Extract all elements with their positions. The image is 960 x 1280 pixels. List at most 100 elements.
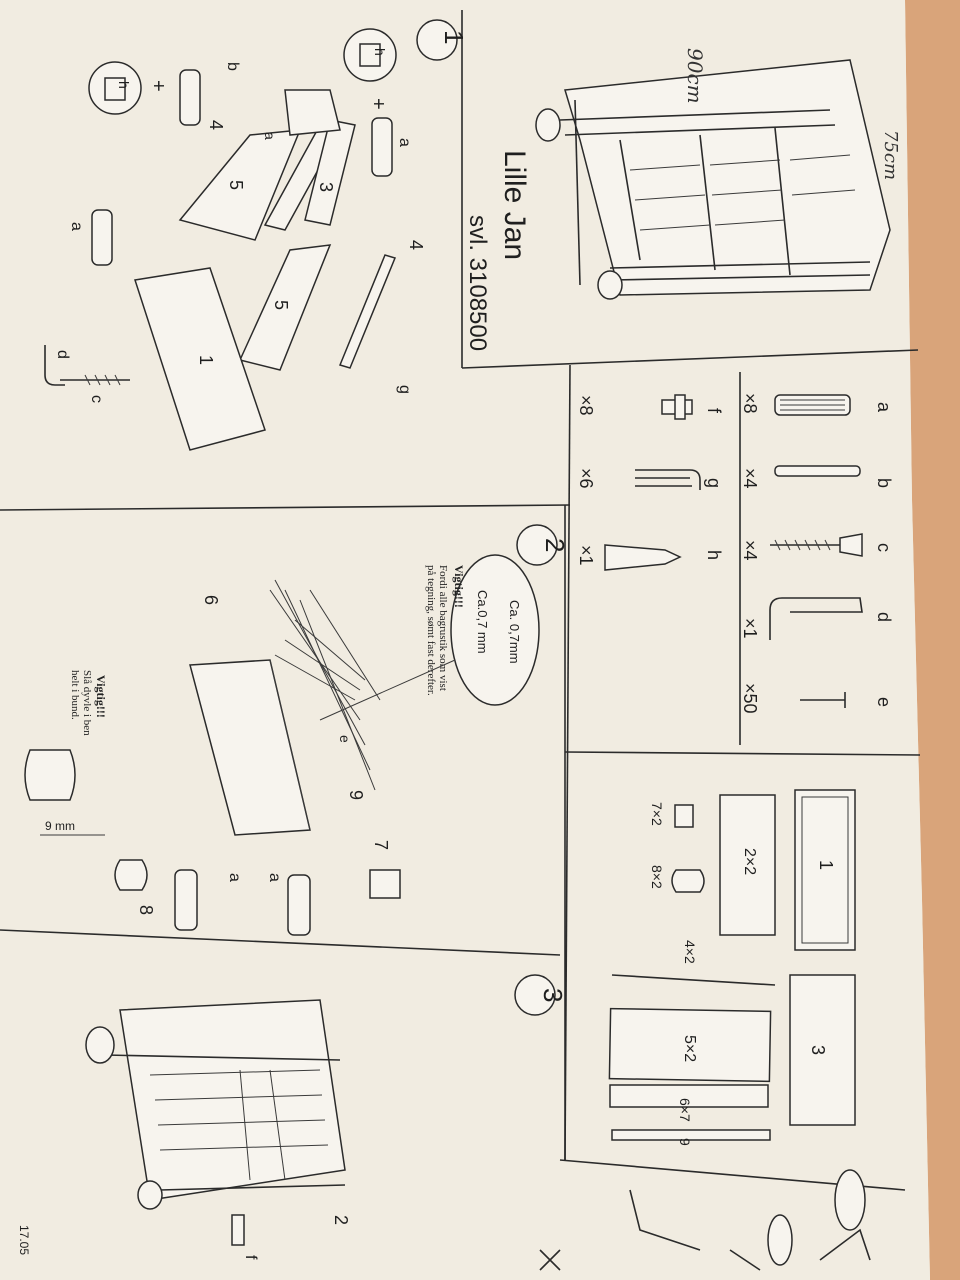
svg-text:2×2: 2×2 xyxy=(741,848,758,875)
svg-text:7: 7 xyxy=(371,840,391,850)
leg-8 xyxy=(114,859,148,891)
glue-h-icon xyxy=(604,544,682,571)
cabinet-overview-drawing xyxy=(535,59,891,300)
svg-text:helt i bund.: helt i bund. xyxy=(69,670,81,720)
hw-qty-e: ×50 xyxy=(740,683,760,714)
nail-e-icon xyxy=(800,692,846,708)
svg-text:d: d xyxy=(54,350,71,359)
svg-text:a: a xyxy=(262,132,278,140)
handwritten-height: 90cm xyxy=(683,48,707,104)
svg-text:+: + xyxy=(367,98,389,110)
svg-text:8×2: 8×2 xyxy=(649,865,665,889)
svg-text:Vigtig!!!: Vigtig!!! xyxy=(94,675,108,718)
screw-c-icon xyxy=(770,533,863,557)
step-1-number: 1 xyxy=(416,19,469,61)
svg-text:g: g xyxy=(396,385,413,394)
panel-1 xyxy=(794,789,856,951)
hw-label-c: c xyxy=(874,543,894,552)
svg-text:4: 4 xyxy=(406,240,426,250)
svg-text:2: 2 xyxy=(331,1215,351,1225)
dowel-a-step2-1 xyxy=(287,874,311,936)
svg-text:4×2: 4×2 xyxy=(682,940,698,964)
rod-b-icon xyxy=(774,465,861,477)
dowel-a-step2-2 xyxy=(174,869,198,931)
svg-text:6×7: 6×7 xyxy=(677,1098,693,1122)
hw-qty-f: ×8 xyxy=(576,395,596,416)
part-7 xyxy=(369,869,401,899)
peg-f-icon xyxy=(661,394,693,420)
svg-text:Slå dyvle i ben: Slå dyvle i ben xyxy=(81,670,93,736)
svg-text:h: h xyxy=(372,48,388,56)
step-3-number: 3 xyxy=(514,974,568,1016)
peg-f-step3 xyxy=(231,1214,245,1246)
svg-text:9: 9 xyxy=(346,790,366,800)
hw-qty-d: ×1 xyxy=(740,618,760,639)
svg-text:5×2: 5×2 xyxy=(681,1035,698,1062)
svg-text:a: a xyxy=(226,873,243,882)
svg-text:8: 8 xyxy=(136,905,156,915)
svg-text:a: a xyxy=(68,222,85,231)
allen-key-step1 xyxy=(44,345,65,386)
hw-qty-c: ×4 xyxy=(740,540,760,561)
svg-text:3: 3 xyxy=(316,182,336,192)
svg-text:Fordi alle bagrustik som vist: Fordi alle bagrustik som vist xyxy=(437,565,449,691)
hw-label-a: a xyxy=(874,402,894,413)
panel-7 xyxy=(674,804,694,828)
svg-text:4: 4 xyxy=(206,120,226,130)
hw-label-d: d xyxy=(874,612,894,622)
svg-text:f: f xyxy=(242,1255,259,1260)
panel-2 xyxy=(719,794,776,936)
svg-text:a: a xyxy=(266,873,283,882)
panel-8 xyxy=(671,869,705,893)
svg-text:9: 9 xyxy=(677,1138,693,1146)
step-1-drawing: h h + + b a a 5 4 3 a 5 4 g 1 c d xyxy=(44,28,426,451)
svg-text:7×2: 7×2 xyxy=(649,802,665,826)
hardware-table: a b c d e f g h ×8 ×4 ×4 ×1 ×50 ×8 ×6 ×1 xyxy=(576,372,894,745)
hw-label-h: h xyxy=(704,550,724,560)
svg-text:9 mm: 9 mm xyxy=(45,819,75,833)
step-3-drawing: f 2 xyxy=(85,999,351,1260)
table-surface xyxy=(905,0,960,1280)
panel-3 xyxy=(789,974,856,1126)
panel-5 xyxy=(608,1007,772,1083)
svg-text:5: 5 xyxy=(271,300,291,310)
handwritten-width: 75cm xyxy=(880,130,901,180)
panels-list: 1 2×2 7×2 8×2 4×2 3 5×2 6×7 9 xyxy=(608,789,856,1146)
svg-text:h: h xyxy=(116,81,132,89)
footer-code: 17.05 xyxy=(17,1225,31,1255)
panel-9 xyxy=(611,1129,771,1141)
product-number: svl. 3108500 xyxy=(464,215,491,351)
dowel-b xyxy=(179,69,201,126)
hw-label-f: f xyxy=(704,408,724,414)
hw-label-b: b xyxy=(874,478,894,488)
hw-label-g: g xyxy=(704,478,724,488)
leg-detail xyxy=(24,749,76,801)
panel-4 xyxy=(611,974,776,986)
tool-sketches xyxy=(539,1169,871,1271)
svg-text:Ca. 0,7mm: Ca. 0,7mm xyxy=(507,600,522,664)
svg-text:3: 3 xyxy=(538,988,568,1002)
svg-text:5: 5 xyxy=(226,180,246,190)
step-2-number: 2 xyxy=(516,524,570,566)
dowel-a-1 xyxy=(371,117,393,177)
product-title: Lille Jan xyxy=(498,150,531,260)
svg-text:på tegning, sømt fast derefter: på tegning, sømt fast derefter. xyxy=(425,565,437,696)
step-2-drawing: Ca. 0,7mm Ca.0,7 mm Vigtig!!! Fordi alle… xyxy=(24,554,540,936)
svg-text:+: + xyxy=(147,80,169,92)
svg-text:b: b xyxy=(224,62,241,71)
hw-label-e: e xyxy=(874,697,894,707)
hw-qty-h: ×1 xyxy=(576,545,596,566)
screw-c-step1 xyxy=(60,374,130,386)
svg-text:3: 3 xyxy=(808,1045,828,1055)
svg-text:e: e xyxy=(337,735,353,743)
hw-qty-b: ×4 xyxy=(740,468,760,489)
panel-6 xyxy=(609,1084,769,1108)
svg-text:6: 6 xyxy=(201,595,221,605)
svg-text:a: a xyxy=(396,138,413,147)
svg-text:1: 1 xyxy=(196,355,216,365)
dowel-a-2 xyxy=(91,209,113,266)
svg-text:1: 1 xyxy=(816,860,836,870)
svg-text:Vigtig!!!: Vigtig!!! xyxy=(452,565,466,608)
